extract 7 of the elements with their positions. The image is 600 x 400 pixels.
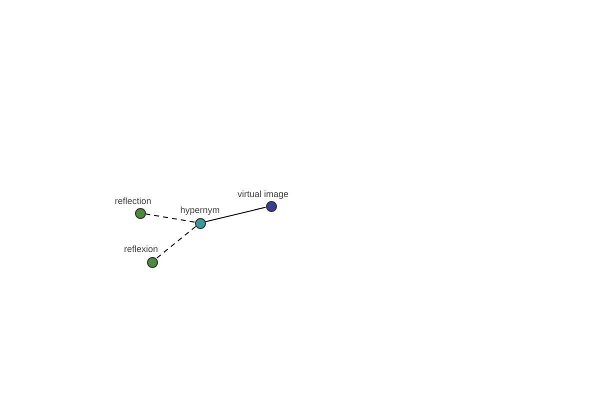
- node-label: reflection: [114, 196, 152, 207]
- connector-line: [204, 206, 266, 222]
- node-label: reflexion: [124, 244, 158, 255]
- node-label: hypernym: [180, 205, 220, 216]
- dashed-connector-line: [144, 213, 196, 223]
- dashed-connector-line: [156, 226, 196, 260]
- node-label: virtual image: [237, 189, 289, 200]
